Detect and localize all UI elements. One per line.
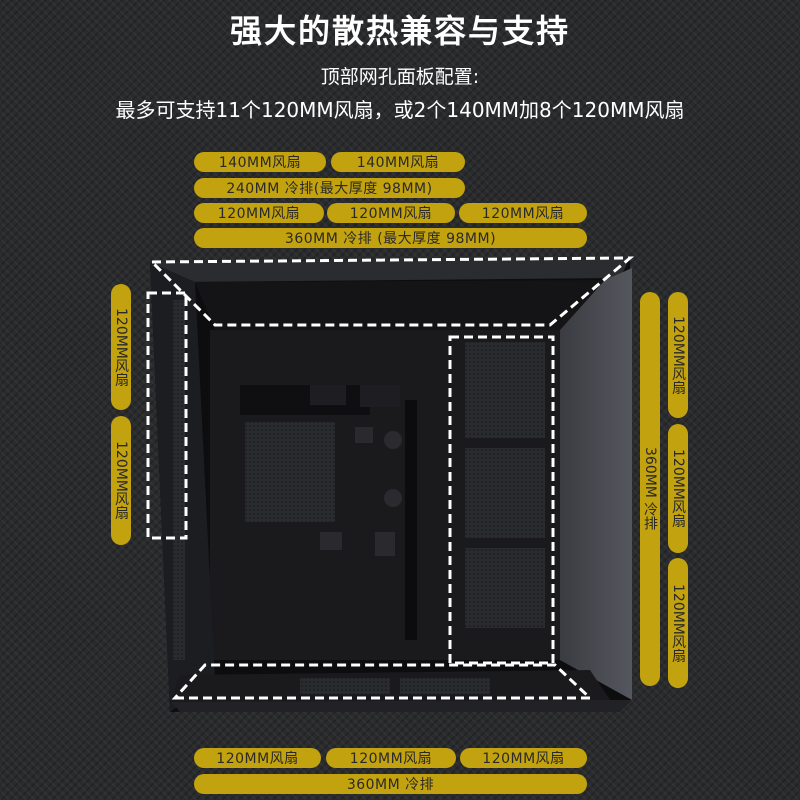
top-140mm-fan-label-1: 140MM风扇 — [194, 152, 326, 172]
bottom-360mm-radiator-label: 360MM 冷排 — [194, 774, 587, 794]
page-title: 强大的散热兼容与支持 — [229, 12, 570, 50]
top-120mm-fan-label-2: 120MM风扇 — [327, 203, 455, 223]
description: 最多可支持11个120MM风扇，或2个140MM加8个120MM风扇 — [115, 98, 685, 122]
right-120mm-fan-label-1: 120MM风扇 — [668, 292, 688, 418]
bottom-120mm-fan-label-3: 120MM风扇 — [460, 748, 587, 768]
top-360mm-radiator-label: 360MM 冷排 (最大厚度 98MM) — [194, 228, 587, 248]
subtitle: 顶部网孔面板配置: — [320, 66, 480, 88]
bottom-120mm-fan-label-1: 120MM风扇 — [194, 748, 321, 768]
right-120mm-fan-label-3: 120MM风扇 — [668, 558, 688, 688]
top-120mm-fan-label-1: 120MM风扇 — [194, 203, 324, 223]
right-360mm-radiator-label: 360MM 冷排 — [640, 292, 660, 686]
top-140mm-fan-label-2: 140MM风扇 — [331, 152, 465, 172]
left-120mm-fan-label-1: 120MM风扇 — [111, 284, 131, 410]
top-120mm-fan-label-3: 120MM风扇 — [459, 203, 587, 223]
right-120mm-fan-label-2: 120MM风扇 — [668, 424, 688, 553]
top-240mm-radiator-label: 240MM 冷排(最大厚度 98MM) — [194, 178, 465, 198]
bottom-120mm-fan-label-2: 120MM风扇 — [326, 748, 456, 768]
left-120mm-fan-label-2: 120MM风扇 — [111, 416, 131, 545]
